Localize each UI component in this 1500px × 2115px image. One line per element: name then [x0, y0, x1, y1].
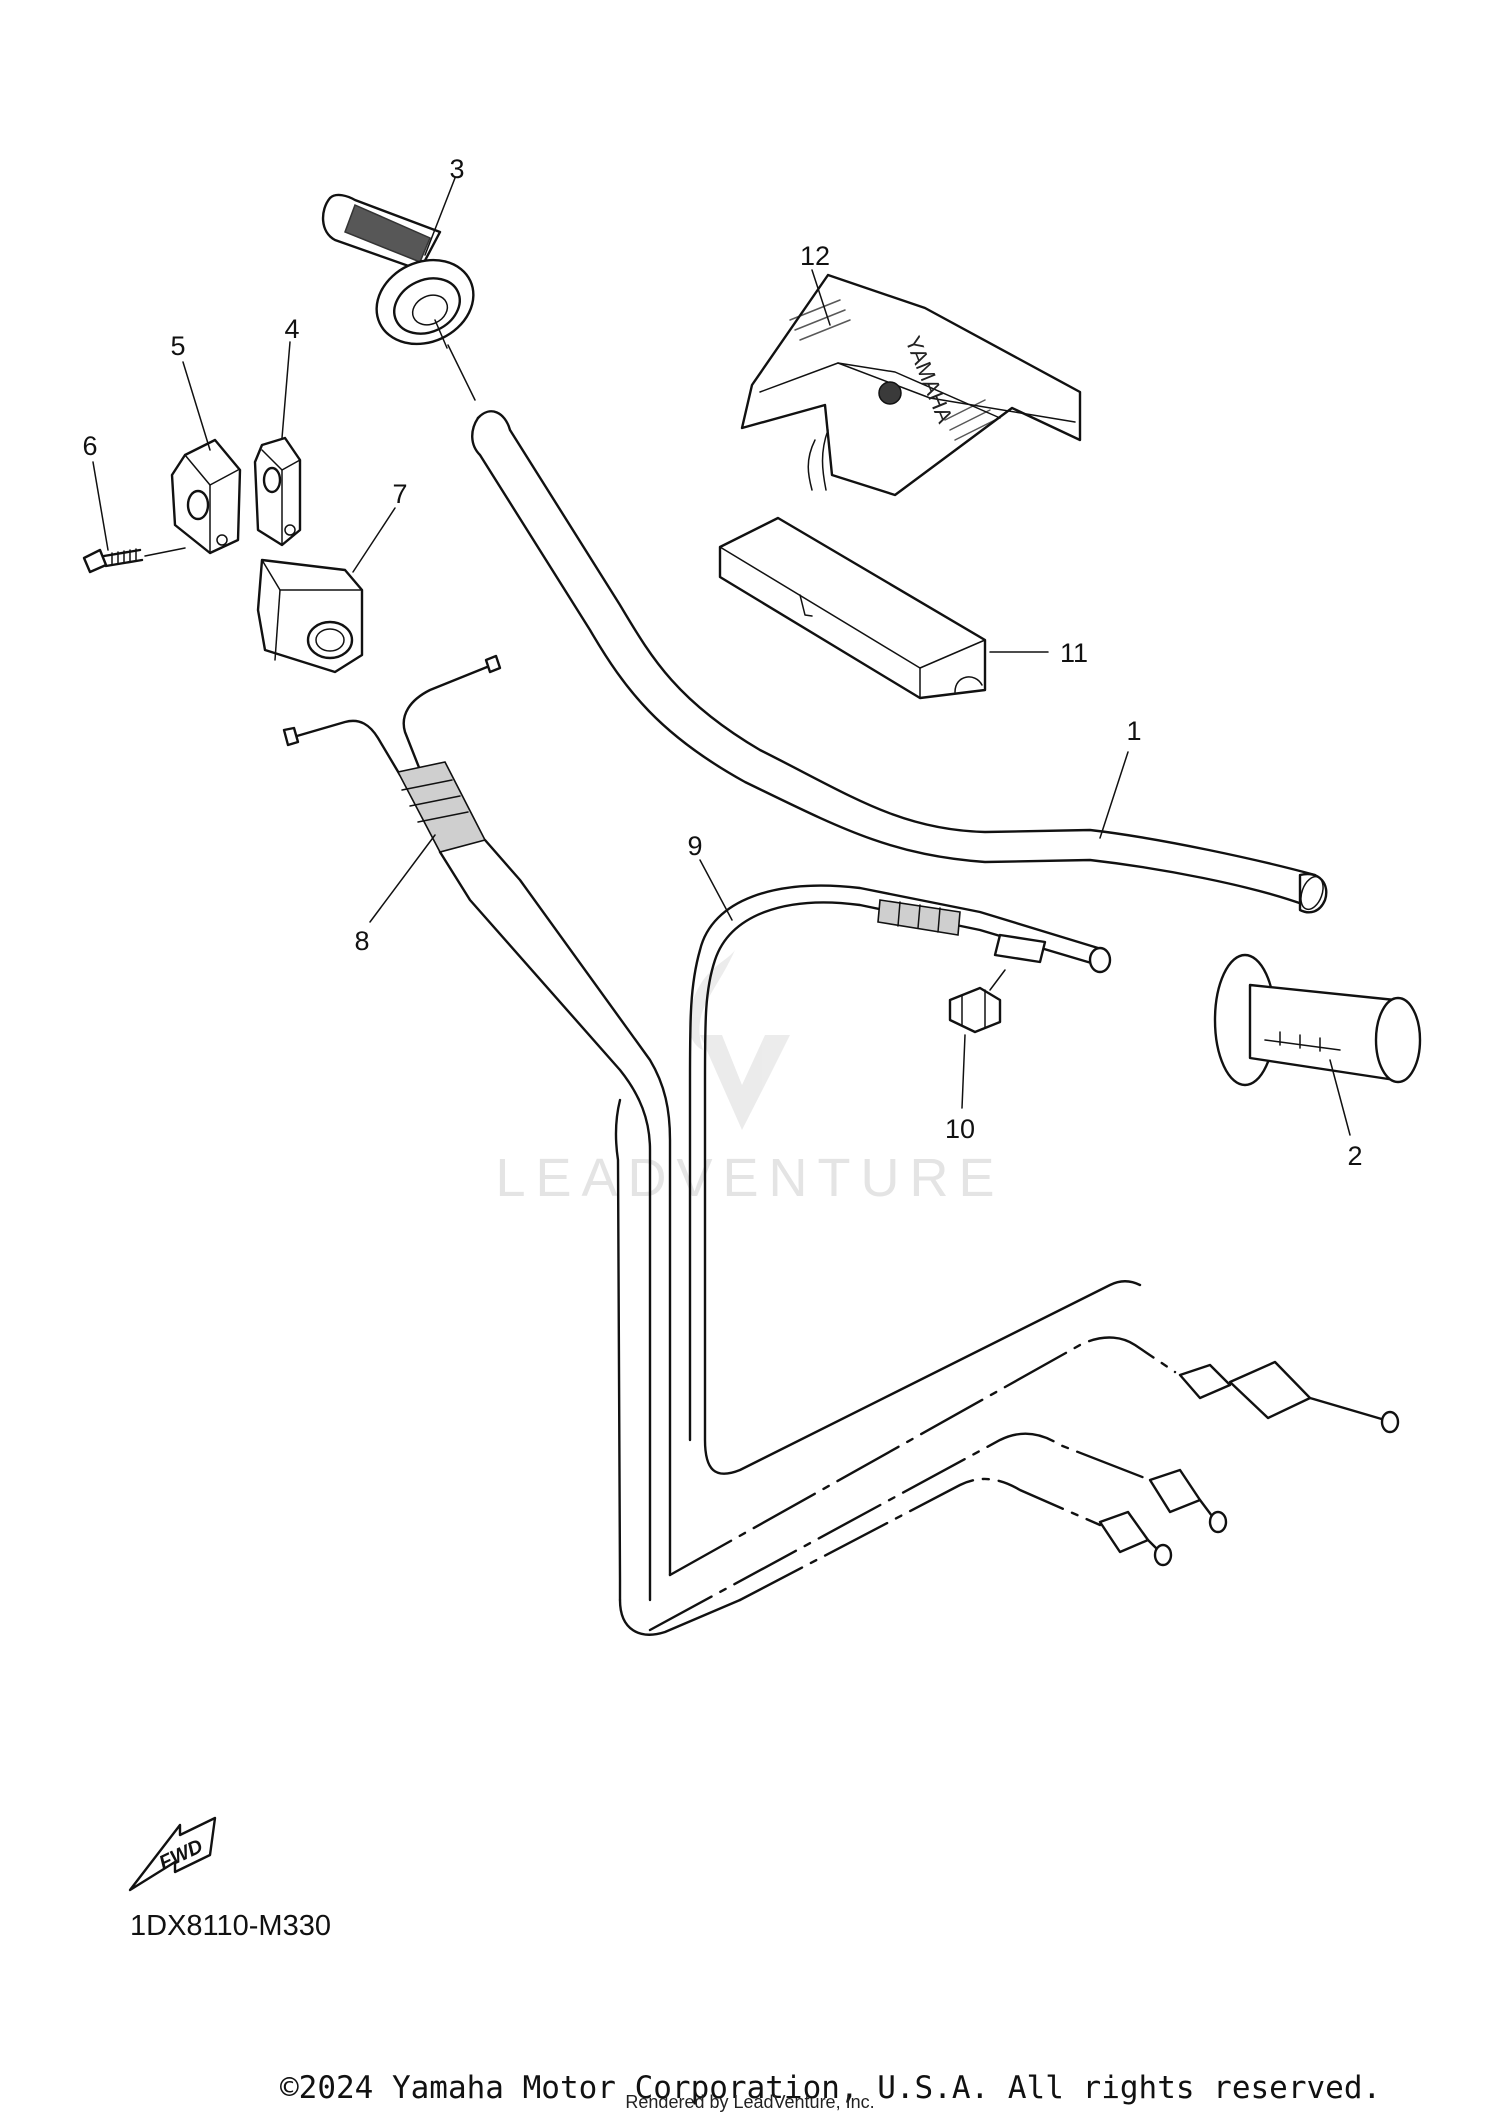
leader-3b [447, 344, 476, 401]
part-2-grip [1213, 953, 1422, 1087]
leader-7 [352, 507, 396, 573]
copyright-text: ©2024 Yamaha Motor Corporation, U.S.A. A… [280, 2070, 1381, 2106]
callout-3: 3 [449, 154, 464, 184]
leader-4 [281, 341, 291, 439]
yamaha-emblem-icon [878, 381, 902, 405]
throttle-cable-routes [648, 1336, 1400, 1632]
callout-4: 4 [284, 314, 299, 344]
part-7-housing [256, 558, 364, 674]
part-4-holder [253, 436, 302, 547]
leader-9 [699, 859, 733, 921]
part-10-adjuster [948, 969, 1006, 1034]
watermark-text: LEADVENTURE [495, 1148, 1004, 1208]
part-5-holder [170, 438, 242, 555]
watermark-logo-icon [688, 950, 790, 1130]
callout-2: 2 [1347, 1141, 1362, 1171]
leader-10 [961, 1034, 966, 1109]
part-1-handlebar [471, 410, 1328, 914]
callout-9: 9 [687, 831, 702, 861]
watermark: LEADVENTURE [495, 950, 1004, 1208]
part-11-pad [718, 516, 987, 700]
callout-6: 6 [82, 431, 97, 461]
rendered-by-text: Rendered by LeadVenture, Inc. [625, 2092, 874, 2112]
callout-7: 7 [392, 479, 407, 509]
callout-5: 5 [170, 331, 185, 361]
callout-1: 1 [1126, 716, 1141, 746]
diagram-code: 1DX8110-M330 [130, 1910, 331, 1942]
leader-8 [369, 834, 436, 923]
leader-1 [1099, 751, 1129, 839]
part-12-pad-cover: YAMAHA [740, 273, 1082, 497]
part-9-cable [688, 884, 1142, 1475]
leader-2 [1329, 1059, 1351, 1136]
part-8-throttle-cables [282, 654, 742, 1636]
leader-5 [182, 361, 211, 451]
callout-8: 8 [354, 926, 369, 956]
callout-11: 11 [1060, 638, 1088, 668]
leader-3 [424, 177, 456, 256]
leader-6 [144, 547, 186, 557]
callout-10: 10 [945, 1114, 975, 1144]
leader-12 [811, 269, 831, 326]
part-6-bolt [82, 548, 144, 574]
callout-12: 12 [800, 241, 830, 271]
part-3-throttle-grip [321, 193, 475, 349]
fwd-arrow-icon: FWD [128, 1816, 217, 1892]
leader-6b [92, 461, 109, 551]
